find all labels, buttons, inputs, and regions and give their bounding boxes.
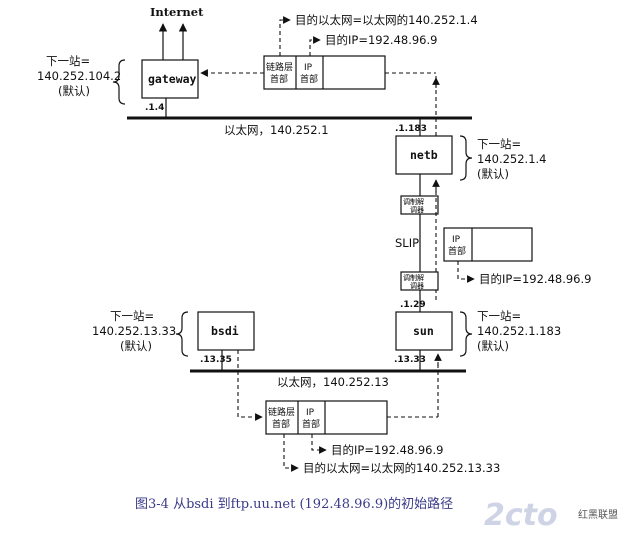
netb-next-hop-line2: 140.252.1.4 [477,152,547,166]
slip-frame [443,227,533,262]
gateway-next-hop-line2: 140.252.104.2 [37,69,121,83]
bottom-link-header-1: 链路层 [268,406,295,418]
bottom-dest-ip: 目的IP=192.48.96.9 [331,443,443,457]
slip-ip-header-2: 首部 [448,245,466,257]
slip-ip-header-1: IP [452,235,461,245]
gateway-next-hop-line1: 下一站= [46,54,90,68]
figure-caption: 图3-4 从bsdi 到ftp.uu.net (192.48.96.9)的初始路… [135,496,453,512]
bsdi-next-hop: 下一站= 140.252.13.33 (默认) [92,309,176,353]
bsdi-next-hop-line2: 140.252.13.33 [92,324,176,338]
modem-top-line1: 调制解 [403,197,424,206]
watermark-logo: 2cto 红黑联盟 [484,498,618,533]
sun-next-hop-line3: (默认) [477,339,509,353]
gateway-host [141,59,199,99]
netb-next-hop-line3: (默认) [477,167,509,181]
internet-label: Internet [150,5,204,19]
network-label-top: 以太网，140.252.1 [224,123,329,137]
sun-next-hop: 下一站= 140.252.1.183 (默认) [477,309,561,353]
bsdi-address: .13.35 [200,355,232,365]
gateway-brace [112,59,126,105]
gateway-name: gateway [148,72,197,86]
watermark-text: 2cto [484,498,558,533]
top-link-header-1: 链路层 [266,61,293,73]
modem-bottom-line2: 调器 [410,281,424,290]
bsdi-host [197,311,255,351]
slip-label: SLIP [395,236,419,250]
top-ip-header-1: IP [304,63,313,73]
netb-name: netb [410,148,438,162]
gateway-next-hop: 下一站= 140.252.104.2 (默认) [37,54,121,98]
top-dest-eth: 目的以太网=以太网的140.252.1.4 [295,13,478,27]
sun-next-hop-line1: 下一站= [477,309,521,323]
netb-address: .1.183 [395,124,427,134]
modem-top-line2: 调器 [410,205,424,214]
modem-bottom-line1: 调制解 [403,273,424,282]
bsdi-next-hop-line3: (默认) [120,339,152,353]
gateway-next-hop-line3: (默认) [58,84,90,98]
sun-next-hop-line2: 140.252.1.183 [477,324,561,338]
top-dest-ip: 目的IP=192.48.96.9 [325,33,437,47]
netb-host [395,135,453,175]
sun-address-top: .1.29 [400,300,426,310]
watermark-sub: 红黑联盟 [578,508,618,521]
gateway-address: .1.4 [145,103,164,113]
path-from-bsdi [237,350,263,421]
bsdi-name: bsdi [211,324,239,338]
network-label-bottom: 以太网，140.252.13 [277,375,389,389]
bottom-link-header-2: 首部 [272,418,290,430]
sun-host [395,311,453,351]
sun-name: sun [413,324,434,338]
sun-address-bottom: .13.33 [394,355,426,365]
bottom-dest-eth: 目的以太网=以太网的140.252.13.33 [303,461,500,475]
netb-next-hop-line1: 下一站= [477,137,521,151]
bottom-ip-header-2: 首部 [302,418,320,430]
netb-next-hop: 下一站= 140.252.1.4 (默认) [477,137,547,181]
slip-dest-ip: 目的IP=192.48.96.9 [479,272,591,286]
top-link-header-2: 首部 [270,73,288,85]
bsdi-next-hop-line1: 下一站= [110,309,154,323]
top-ip-header-2: 首部 [300,73,318,85]
bottom-ip-header-1: IP [306,408,315,418]
